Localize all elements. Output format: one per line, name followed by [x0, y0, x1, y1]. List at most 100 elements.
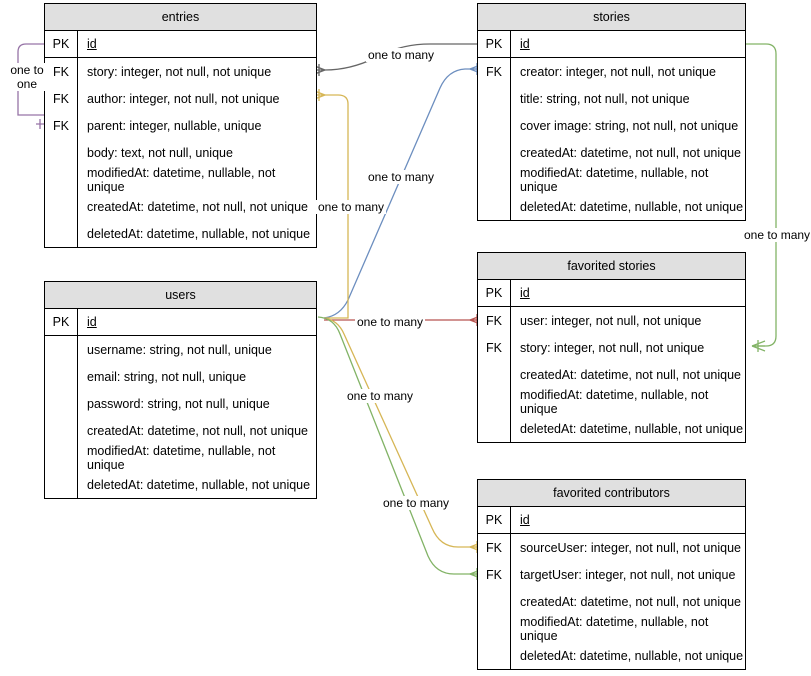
attribute-row[interactable]: modifiedAt: datetime, nullable, not uniq… [478, 614, 745, 643]
attribute-name: username: string, not null, unique [87, 342, 272, 357]
attribute-row[interactable]: FK story: integer, not null, not unique [45, 58, 316, 85]
attribute-row[interactable]: username: string, not null, unique [45, 336, 316, 363]
edge-users-to-stories-creator[interactable] [323, 63, 484, 319]
attribute-name: id [520, 37, 530, 51]
attribute-name: parent: integer, nullable, unique [87, 118, 262, 133]
key-badge-fk: FK [478, 561, 511, 588]
key-badge-none [45, 390, 78, 417]
attribute-row[interactable]: cover image: string, not null, not uniqu… [478, 112, 745, 139]
attribute-name: createdAt: datetime, not null, not uniqu… [87, 199, 308, 214]
key-badge-none [45, 166, 78, 193]
attribute-row[interactable]: createdAt: datetime, not null, not uniqu… [478, 588, 745, 615]
entity-title-favorited-contributors: favorited contributors [478, 480, 745, 507]
attribute-row[interactable]: deletedAt: datetime, nullable, not uniqu… [45, 471, 316, 498]
attribute-row[interactable]: deletedAt: datetime, nullable, not uniqu… [45, 220, 316, 247]
attribute-row[interactable]: modifiedAt: datetime, nullable, not uniq… [478, 166, 745, 194]
attribute-row[interactable]: FK sourceUser: integer, not null, not uni… [478, 534, 745, 561]
entity-title-favorited-stories: favorited stories [478, 253, 745, 280]
relationship-label-line: one to [10, 63, 44, 77]
attribute-name: createdAt: datetime, not null, not uniqu… [87, 423, 308, 438]
key-badge-pk: PK [478, 507, 511, 533]
key-badge-none [45, 363, 78, 390]
key-badge-pk: PK [478, 31, 511, 57]
attribute-name: deletedAt: datetime, nullable, not uniqu… [520, 648, 744, 663]
key-badge-pk: PK [45, 31, 78, 57]
edge-users-to-favcontrib-target[interactable] [317, 316, 484, 580]
key-badge-none [45, 193, 78, 220]
attribute-name: id [520, 513, 530, 527]
attribute-row[interactable]: deletedAt: datetime, nullable, not uniqu… [478, 193, 745, 220]
attribute-name: user: integer, not null, not unique [520, 313, 702, 328]
attribute-row[interactable]: email: string, not null, unique [45, 363, 316, 390]
primary-key-row[interactable]: PK id [45, 31, 316, 58]
attribute-row[interactable]: title: string, not null, not unique [478, 85, 745, 112]
attribute-row[interactable]: modifiedAt: datetime, nullable, not uniq… [45, 443, 316, 472]
attribute-name: title: string, not null, not unique [520, 91, 690, 106]
attribute-name: story: integer, not null, not unique [87, 64, 272, 79]
attribute-name: cover image: string, not null, not uniqu… [520, 118, 739, 133]
attribute-name: email: string, not null, unique [87, 369, 247, 384]
attribute-name: modifiedAt: datetime, nullable, not uniq… [87, 443, 276, 472]
key-badge-fk: FK [45, 112, 78, 139]
attribute-name: password: string, not null, unique [87, 396, 270, 411]
entity-title-stories: stories [478, 4, 745, 31]
attribute-row[interactable]: FK parent: integer, nullable, unique [45, 112, 316, 139]
edge-users-to-favcontrib-source[interactable] [323, 317, 484, 553]
edge-stories-to-favorited-stories-story[interactable] [746, 43, 777, 352]
key-badge-none [478, 615, 511, 642]
primary-key-row[interactable]: PK id [478, 507, 745, 534]
attribute-row[interactable]: deletedAt: datetime, nullable, not uniqu… [478, 642, 745, 669]
attribute-name: modifiedAt: datetime, nullable, not uniq… [520, 614, 709, 643]
relationship-label-line: one [16, 77, 38, 91]
entity-attributes: username: string, not null, unique email:… [45, 336, 316, 498]
attribute-row[interactable]: createdAt: datetime, not null, not uniqu… [478, 139, 745, 166]
attribute-row[interactable]: createdAt: datetime, not null, not uniqu… [478, 361, 745, 388]
attribute-row[interactable]: createdAt: datetime, not null, not uniqu… [45, 417, 316, 444]
attribute-name: id [87, 37, 97, 51]
attribute-row[interactable]: modifiedAt: datetime, nullable, not uniq… [45, 165, 316, 194]
attribute-name: sourceUser: integer, not null, not uniqu… [520, 540, 741, 555]
attribute-name: createdAt: datetime, not null, not uniqu… [520, 367, 741, 382]
key-badge-fk: FK [45, 58, 78, 85]
relationship-label-stories-favorited-stories-story: one to many [742, 228, 811, 242]
attribute-name: body: text, not null, unique [87, 145, 233, 160]
primary-key-row[interactable]: PK id [478, 31, 745, 58]
key-badge-fk: FK [478, 534, 511, 561]
attribute-row[interactable]: body: text, not null, unique [45, 139, 316, 166]
attribute-name: modifiedAt: datetime, nullable, not uniq… [87, 165, 276, 194]
key-badge-none [478, 388, 511, 415]
key-badge-none [478, 642, 511, 669]
relationship-label-users-stories-creator: one to many [366, 170, 437, 184]
attribute-name: targetUser: integer, not null, not uniqu… [520, 567, 736, 582]
attribute-name: deletedAt: datetime, nullable, not uniqu… [520, 421, 744, 436]
attribute-name: deletedAt: datetime, nullable, not uniqu… [520, 199, 744, 214]
key-badge-fk: FK [45, 85, 78, 112]
key-badge-none [478, 361, 511, 388]
relationship-label-stories-entries-story: one to many [366, 48, 437, 62]
attribute-row[interactable]: FK targetUser: integer, not null, not uni… [478, 561, 745, 588]
attribute-row[interactable]: modifiedAt: datetime, nullable, not uniq… [478, 387, 745, 416]
attribute-name: creator: integer, not null, not unique [520, 64, 716, 79]
relationship-label-users-entries-author: one to many [316, 200, 387, 214]
relationship-label-users-favcontrib-source: one to many [345, 389, 416, 403]
attribute-row[interactable]: createdAt: datetime, not null, not uniqu… [45, 193, 316, 220]
attribute-name: modifiedAt: datetime, nullable, not uniq… [520, 387, 709, 416]
relationship-label-users-favorited-stories-user: one to many [355, 315, 426, 329]
attribute-row[interactable]: deletedAt: datetime, nullable, not uniqu… [478, 415, 745, 442]
key-badge-none [45, 336, 78, 363]
attribute-row[interactable]: password: string, not null, unique [45, 390, 316, 417]
